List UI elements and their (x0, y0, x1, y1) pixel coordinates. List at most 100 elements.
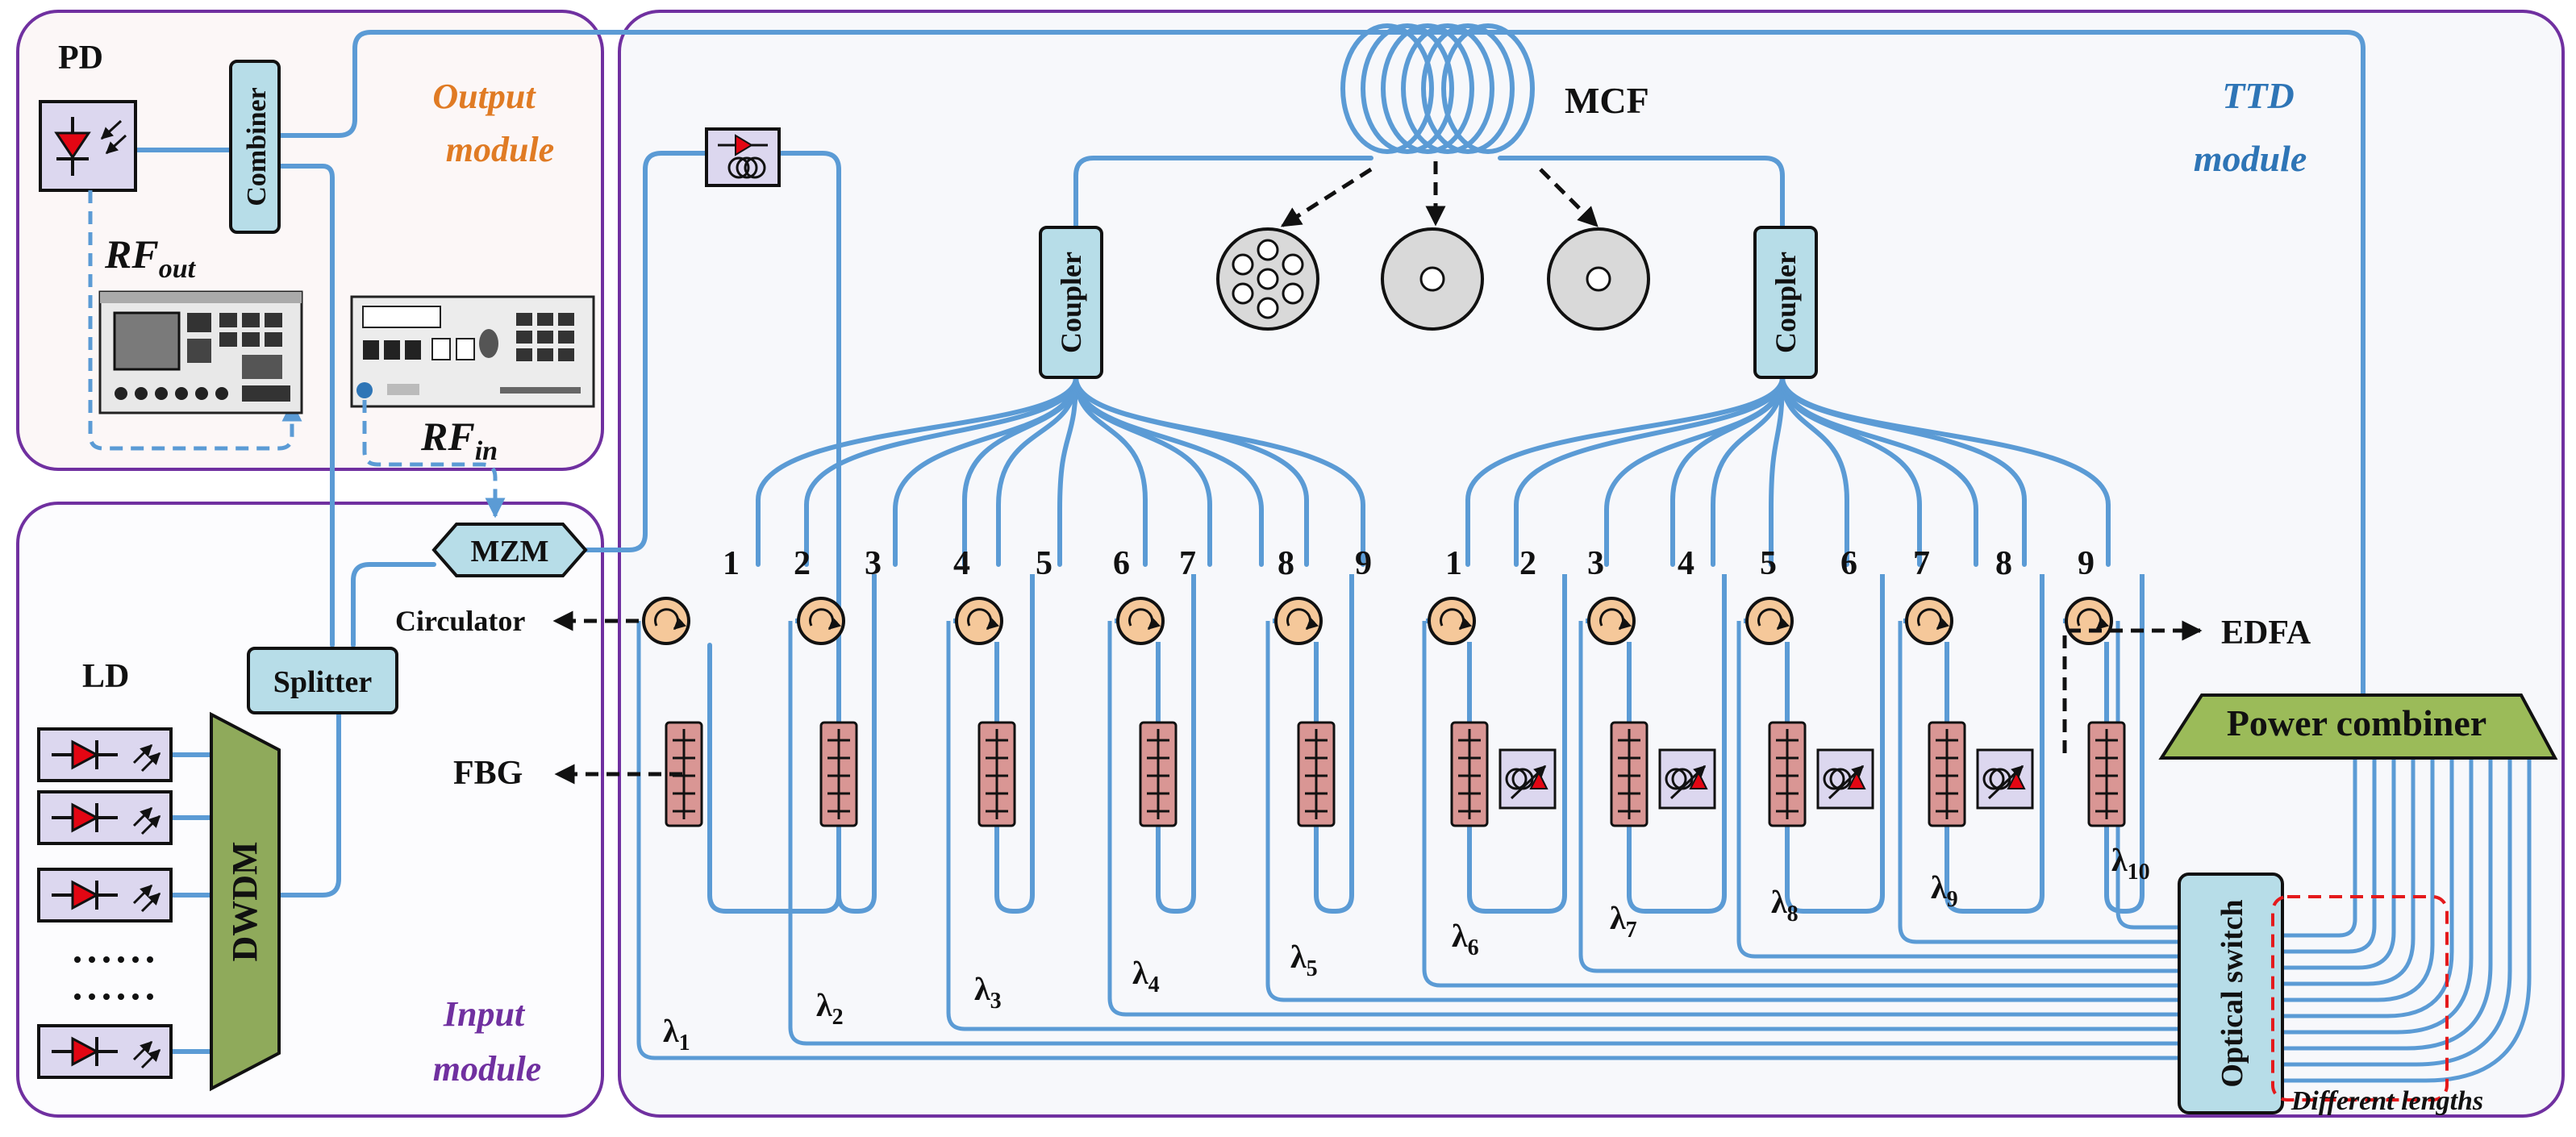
combiner-label: Combiner (242, 87, 272, 206)
input-module-label: Input module (433, 994, 541, 1089)
switch-to-combiner-fibers (2282, 742, 2532, 1083)
fan-fiber (1073, 375, 1365, 567)
input-module-frame (16, 502, 604, 1118)
different-lengths-region (2271, 895, 2449, 1102)
fbg-icon (2087, 721, 2126, 827)
return-fiber (1107, 621, 2179, 1017)
fbg-icon (977, 721, 1016, 827)
channel-number: 7 (1179, 545, 1196, 582)
channel-number: 9 (1355, 545, 1372, 582)
photodetector (39, 100, 137, 192)
channel-number: 7 (1913, 545, 1930, 582)
wavelength-label: λ7 (1610, 900, 1637, 943)
mcf-cross-section-seven-core (1216, 227, 1319, 331)
channel-number: 3 (865, 545, 882, 582)
tunable-delay-boxes (1498, 748, 2034, 810)
wavelength-label: λ1 (663, 1013, 690, 1056)
fan-fiber (1057, 375, 1078, 567)
pd-label: PD (58, 40, 103, 77)
edfa-arrow (2062, 620, 2203, 753)
fbg-icon (665, 721, 703, 827)
wavelength-label: λ4 (1132, 955, 1160, 997)
fan-fiber (1780, 375, 1978, 567)
fbg-icon (1610, 721, 1649, 827)
fbg-icon (1768, 721, 1807, 827)
circulator-label: Circulator (395, 605, 525, 637)
ttd-module-line1: TTD (2222, 75, 2294, 116)
laser-diode (37, 790, 173, 845)
fan-fiber (804, 375, 1078, 567)
signal-generator-icon (350, 295, 595, 408)
fan-fiber (1780, 375, 2111, 567)
return-fiber (1578, 621, 2179, 973)
fiber-bragg-gratings (665, 721, 2126, 827)
fan-fiber (1711, 375, 1785, 567)
coupler-left: Coupler (1039, 226, 1103, 379)
fan-fiber (1073, 375, 1264, 567)
wavelength-label: λ8 (1771, 884, 1799, 927)
mcf-label: MCF (1565, 80, 1649, 121)
channel-number: 2 (794, 545, 811, 582)
fan-fiber (1769, 375, 1785, 567)
splitter-box: Splitter (247, 647, 398, 714)
mcf-cross-section-single-core (1547, 227, 1650, 331)
fbg-icon (1450, 721, 1489, 827)
return-fiber (1736, 621, 2179, 959)
power-combiner: Power combiner (2158, 693, 2558, 760)
ld-label: LD (82, 658, 129, 695)
return-fiber (1422, 621, 2179, 988)
channel-number: 6 (1840, 545, 1857, 582)
channel-number: 6 (1113, 545, 1130, 582)
different-lengths-label: Different lengths (2290, 1086, 2483, 1116)
channel-number: 4 (1678, 545, 1694, 582)
channel-number: 8 (1995, 545, 2012, 582)
input-module-line1: Input (443, 994, 526, 1034)
laser-diode (37, 868, 173, 923)
circulators (642, 597, 2113, 645)
mcf-cross-section-single-core (1381, 227, 1484, 331)
wavelength-label: λ6 (1452, 918, 1479, 960)
fan-fiber (962, 375, 1078, 567)
output-module-label: Output module (432, 77, 554, 169)
channel-number: 9 (2078, 545, 2095, 582)
ttd-module-line2: module (2194, 138, 2307, 179)
fan-fiber (1670, 375, 1785, 567)
return-fiber (946, 621, 2179, 1031)
dwdm-label: DWDM (225, 841, 265, 961)
tunable-delay-icon (1816, 748, 1874, 810)
optical-switch-label: Optical switch (2215, 899, 2249, 1087)
channel-number: 8 (1278, 545, 1294, 582)
fan-fiber (1465, 375, 1785, 567)
channel-number: 2 (1519, 545, 1536, 582)
fbg-icon (1139, 721, 1178, 827)
coupler-left-label: Coupler (1055, 252, 1087, 353)
power-combiner-label: Power combiner (2227, 702, 2486, 743)
circulator-icon (1116, 597, 1165, 645)
coupler-right: Coupler (1753, 226, 1818, 379)
ellipsis-dots (74, 956, 153, 1000)
fbg-icon (1928, 721, 1966, 827)
tunable-delay-icon (1976, 748, 2034, 810)
fbg-icon (819, 721, 858, 827)
fbg-icon (1297, 721, 1336, 827)
channel-number: 5 (1036, 545, 1052, 582)
right-fanout (1465, 375, 2111, 567)
coupler-right-label: Coupler (1769, 252, 1802, 353)
return-fiber (2115, 621, 2179, 930)
circulator-icon (1745, 597, 1794, 645)
delay-line-icon (705, 127, 781, 187)
tunable-delay-icon (1658, 748, 1716, 810)
channel-number: 4 (953, 545, 970, 582)
return-fiber (1898, 621, 2179, 944)
channel-number: 3 (1587, 545, 1604, 582)
channel-number: 5 (1760, 545, 1777, 582)
return-fiber (788, 621, 2179, 1046)
fiber-links (133, 30, 2366, 1054)
return-fiber (1265, 621, 2179, 1002)
circulator-icon (797, 597, 845, 645)
return-fibers (636, 574, 2179, 1060)
wavelength-label: λ5 (1290, 939, 1318, 981)
